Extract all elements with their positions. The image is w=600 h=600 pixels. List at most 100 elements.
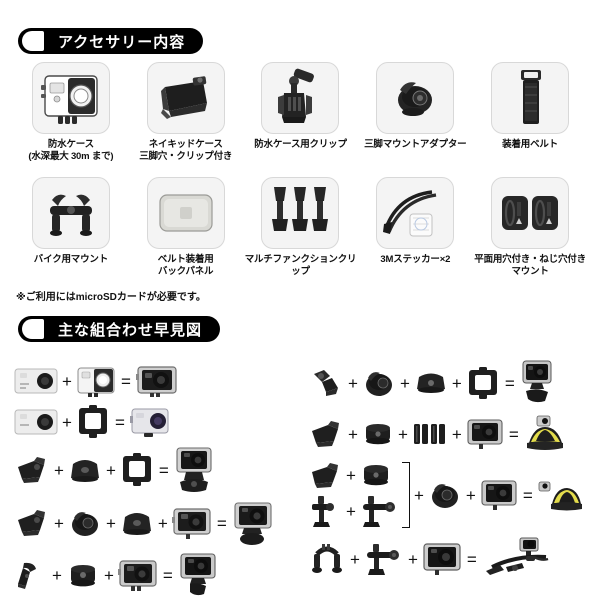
plus-operator: + xyxy=(157,513,168,533)
pill-notch-icon xyxy=(22,319,44,339)
tripod-arm-icon xyxy=(364,542,404,576)
accessory-item: 3Mステッカー×2 xyxy=(358,176,472,278)
flat-screw-mount-icon xyxy=(491,176,570,249)
alternative-row: + xyxy=(308,462,400,488)
combination-row: + + + xyxy=(308,360,582,406)
plus-operator: + xyxy=(407,549,418,569)
plus-operator: + xyxy=(54,513,64,533)
plus-operator: + xyxy=(54,460,64,480)
camera-in-naked-frame-icon xyxy=(129,405,172,439)
accessory-item: ベルト装着用 バックパネル xyxy=(129,176,243,278)
plus-operator: + xyxy=(346,501,356,521)
combination-row: + + = xyxy=(14,446,274,494)
accessory-label: 平面用穴付き・ねじ穴付きマウント xyxy=(474,253,586,277)
pill-notch-icon xyxy=(22,31,44,51)
naked-case-icon xyxy=(146,62,225,134)
plus-operator: + xyxy=(399,373,410,393)
camera-in-waterproof-case-icon xyxy=(422,542,462,576)
equals-operator: = xyxy=(158,460,169,480)
combination-row: + + xyxy=(308,537,582,581)
camera-frame-on-clip-icon xyxy=(174,446,214,494)
clip-buckle-icon xyxy=(308,462,342,488)
accessory-label: ベルト装着用 バックパネル xyxy=(157,253,214,277)
alternative-row: + xyxy=(308,494,400,528)
plus-operator: + xyxy=(348,373,358,393)
wearing-belt-icon xyxy=(491,62,570,134)
plus-operator: + xyxy=(397,424,408,444)
helmet-with-camera-icon xyxy=(524,415,566,453)
plus-operator: + xyxy=(451,424,462,444)
accessory-label: 防水ケース用クリップ xyxy=(254,139,347,150)
waterproof-case-clip-icon xyxy=(261,62,340,134)
waterproof-case-icon xyxy=(76,364,116,398)
naked-frame-icon xyxy=(120,453,154,487)
combination-row: + + xyxy=(14,552,274,598)
accessory-item: マルチファンクションクリップ xyxy=(244,176,358,278)
accessory-item: 防水ケース用クリップ xyxy=(244,62,358,163)
equals-operator: = xyxy=(162,565,173,585)
combination-row: + + + xyxy=(14,501,274,545)
alternatives-group: + xyxy=(308,462,410,528)
plus-operator: + xyxy=(413,485,424,505)
combinations-header-pill: 主な組合わせ早見図 xyxy=(18,316,221,342)
combination-diagram: + = xyxy=(0,356,600,596)
plus-operator: + xyxy=(451,373,462,393)
plus-operator: + xyxy=(52,565,62,585)
naked-frame-icon xyxy=(76,405,110,439)
group-bracket xyxy=(401,462,410,528)
mount-base-icon xyxy=(120,509,154,537)
alternatives-list: + xyxy=(308,462,400,528)
combination-row-grouped: + xyxy=(308,462,582,528)
accessory-item: 装着用ベルト xyxy=(473,62,587,163)
belt-strap-icon xyxy=(412,421,448,447)
plus-operator: + xyxy=(103,565,114,585)
accessory-item: 三脚マウントアダプター xyxy=(358,62,472,163)
combination-row: + = xyxy=(14,364,274,398)
clip-buckle-icon xyxy=(14,508,50,538)
combinations-header-title: 主な組合わせ早見図 xyxy=(58,321,203,339)
camera-ball-assembly-icon xyxy=(232,501,274,545)
camera-in-waterproof-case-icon xyxy=(117,558,158,592)
equals-operator: = xyxy=(522,485,533,505)
handlebar-mount-icon xyxy=(308,542,346,576)
accessories-header-pill: アクセサリー内容 xyxy=(18,28,204,54)
accessories-header-title: アクセサリー内容 xyxy=(58,33,186,51)
plus-operator: + xyxy=(105,460,116,480)
camera-tripod-assembly-icon xyxy=(520,360,554,406)
equals-operator: = xyxy=(504,373,515,393)
j-hook-clip-icon xyxy=(14,560,48,590)
clip-buckle-icon xyxy=(308,420,344,448)
mount-base-icon xyxy=(362,421,394,447)
equals-operator: = xyxy=(216,513,227,533)
ball-joint-icon xyxy=(68,508,102,538)
accessory-item: バイク用マウント xyxy=(14,176,128,278)
bike-handlebar-camera-icon xyxy=(482,537,552,581)
plus-operator: + xyxy=(346,465,356,485)
accessories-row: 防水ケース (水深最大 30m まで) ネイキッドケース 三脚穴・クリップ付き xyxy=(14,62,588,163)
accessories-grid: 防水ケース (水深最大 30m まで) ネイキッドケース 三脚穴・クリップ付き xyxy=(14,62,588,278)
waterproof-case-icon xyxy=(31,62,110,134)
clip-buckle-icon xyxy=(14,455,50,485)
ball-joint-icon xyxy=(362,368,396,398)
accessory-label: バイク用マウント xyxy=(33,253,108,265)
mount-base-icon xyxy=(360,462,392,488)
accessories-section-header: アクセサリー内容 xyxy=(18,28,204,54)
accessory-label: マルチファンクションクリップ xyxy=(244,253,357,277)
accessory-item: 防水ケース (水深最大 30m まで) xyxy=(14,62,128,163)
plus-operator: + xyxy=(350,549,360,569)
accessory-label: 三脚マウントアダプター xyxy=(364,139,467,150)
naked-frame-icon xyxy=(466,367,500,399)
combination-column-left: + = xyxy=(14,364,274,598)
bike-mount-icon xyxy=(31,176,110,249)
camera-icon xyxy=(14,407,58,437)
mount-base-icon xyxy=(66,561,100,589)
combinations-section-header: 主な組合わせ早見図 xyxy=(18,316,221,342)
equals-operator: = xyxy=(466,549,477,569)
microsd-note: ※ご利用にはmicroSDカードが必要です。 xyxy=(16,292,206,303)
equals-operator: = xyxy=(120,371,131,391)
equals-operator: = xyxy=(114,412,125,432)
camera-in-waterproof-case-icon xyxy=(171,506,212,540)
accessory-item: ネイキッドケース 三脚穴・クリップ付き xyxy=(129,62,243,163)
combination-row: + + xyxy=(308,415,582,453)
